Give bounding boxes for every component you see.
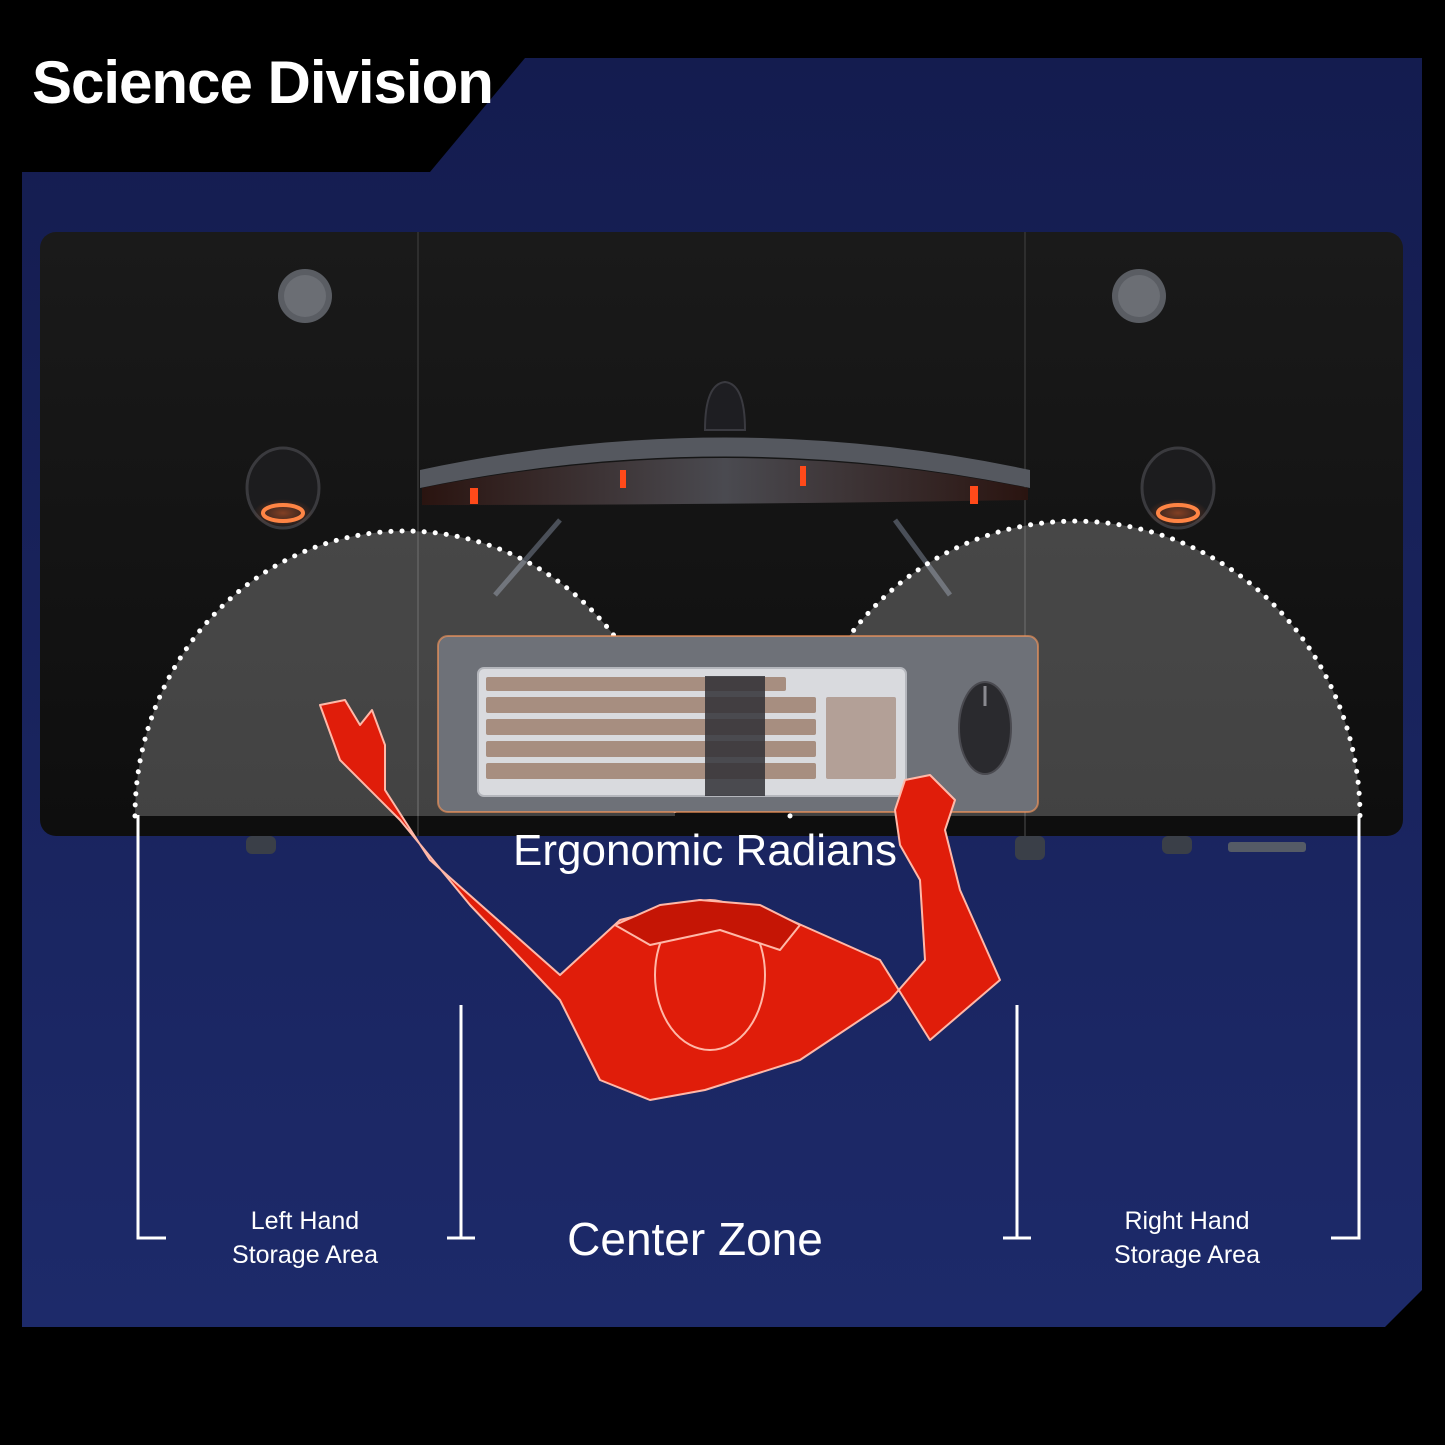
cable-grommet-icon (278, 269, 1166, 323)
keyboard-icon (477, 667, 907, 797)
ergonomic-radians-label: Ergonomic Radians (513, 826, 897, 875)
left-storage-line1: Left Hand (250, 1207, 360, 1235)
left-storage-line2: Storage Area (232, 1241, 378, 1269)
person-figure-icon (319, 699, 1001, 1101)
desk-surface (40, 232, 1403, 836)
right-storage-area-label: Right Hand Storage Area (1037, 1204, 1337, 1272)
right-storage-line1: Right Hand (1124, 1207, 1250, 1235)
speaker-icon (245, 446, 1216, 530)
page-title: Science Division (32, 49, 494, 116)
desk-feet (246, 836, 1306, 860)
zone-brackets (136, 815, 1361, 1240)
mouse-icon (958, 681, 1012, 775)
right-storage-line2: Storage Area (1114, 1241, 1260, 1269)
monitor-icon (420, 380, 1030, 597)
left-storage-area-label: Left Hand Storage Area (155, 1204, 455, 1272)
center-zone-label: Center Zone (567, 1213, 823, 1265)
